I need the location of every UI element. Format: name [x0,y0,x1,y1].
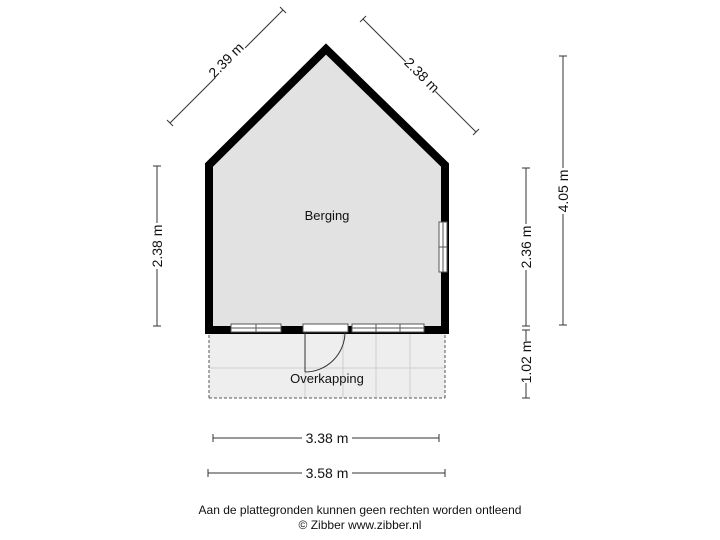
dim-label-roof-right: 2.38 m [401,54,443,96]
door-swing [304,331,346,373]
storage-room [205,43,449,334]
room-label-berging: Berging [305,208,350,223]
canopy-dashed-outline [208,330,446,399]
bottom-wall-openings [230,323,425,333]
dim-label-outer-width: 3.58 m [306,465,349,481]
canopy-floor [209,330,445,398]
canopy-area [208,330,446,399]
dim-label-total-height: 4.05 m [555,170,571,213]
room-label-overkapping: Overkapping [290,371,364,386]
storage-floor [205,43,449,334]
dim-label-canopy-depth: 1.02 m [518,341,534,384]
dim-label-inner-width: 3.38 m [306,430,349,446]
right-wall-window [438,221,448,273]
dimension-label-backgrounds [148,38,572,482]
disclaimer-text: Aan de plattegronden kunnen geen rechten… [198,503,522,517]
door-opening [302,323,349,333]
dim-label-right-height: 2.36 m [518,226,534,269]
dim-label-left-height: 2.38 m [149,225,165,268]
copyright-text: © Zibber www.zibber.nl [298,518,422,532]
dim-label-roof-left: 2.39 m [205,39,247,81]
